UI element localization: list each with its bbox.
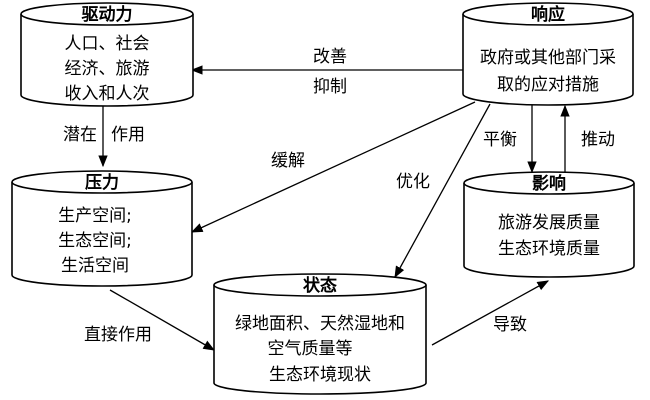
edge-label-improve: 改善 bbox=[313, 47, 347, 67]
node-driver-line: 人口、社会 bbox=[65, 34, 150, 54]
node-pressure-line: 生活空间 bbox=[61, 256, 129, 276]
node-driver-line: 收入和人次 bbox=[65, 84, 150, 104]
node-response-line: 取的应对措施 bbox=[497, 75, 599, 95]
node-response-title: 响应 bbox=[531, 4, 565, 25]
edge-label-optimize: 优化 bbox=[396, 172, 430, 192]
edge-label-mitigate: 缓解 bbox=[271, 151, 305, 171]
edge-label-potential: 潜在 bbox=[63, 125, 97, 145]
node-impact: 影响 旅游发展质量 生态环境质量 bbox=[463, 171, 635, 278]
node-response: 响应 政府或其他部门采 取的应对措施 bbox=[462, 2, 634, 106]
node-impact-title: 影响 bbox=[532, 173, 566, 194]
node-pressure-line: 生产空间; bbox=[58, 206, 132, 226]
node-response-line: 政府或其他部门采 bbox=[480, 48, 616, 68]
node-pressure-line: 生态空间; bbox=[58, 231, 132, 251]
node-driver-title: 驱动力 bbox=[82, 4, 133, 25]
node-state-line: 空气质量等 bbox=[268, 339, 353, 359]
edge-state-to-impact bbox=[431, 280, 550, 346]
edge-pressure-to-state bbox=[109, 289, 216, 351]
edge-response-to-pressure bbox=[190, 101, 476, 233]
node-pressure-title: 压力 bbox=[85, 172, 119, 193]
node-state-line: 生态环境现状 bbox=[269, 365, 371, 385]
node-state-line: 绿地面积、天然湿地和 bbox=[235, 314, 405, 334]
node-driver-line: 经济、旅游 bbox=[65, 59, 150, 79]
edge-label-restrain: 抑制 bbox=[313, 77, 347, 97]
edge-label-effect: 作用 bbox=[111, 125, 145, 145]
edge-label-direct-effect: 直接作用 bbox=[84, 325, 152, 345]
edge-label-lead-to: 导致 bbox=[493, 315, 527, 335]
node-pressure: 压力 生产空间; 生态空间; 生活空间 bbox=[11, 170, 193, 287]
edge-label-balance: 平衡 bbox=[483, 130, 517, 150]
node-driver: 驱动力 人口、社会 经济、旅游 收入和人次 bbox=[20, 2, 194, 107]
edge-response-to-state bbox=[394, 103, 491, 279]
node-impact-line: 生态环境质量 bbox=[498, 239, 600, 259]
edge-label-drive: 推动 bbox=[581, 130, 615, 150]
node-state-title: 状态 bbox=[303, 275, 337, 296]
node-impact-line: 旅游发展质量 bbox=[498, 213, 600, 233]
node-state: 状态 绿地面积、天然湿地和 空气质量等 生态环境现状 bbox=[213, 273, 427, 395]
